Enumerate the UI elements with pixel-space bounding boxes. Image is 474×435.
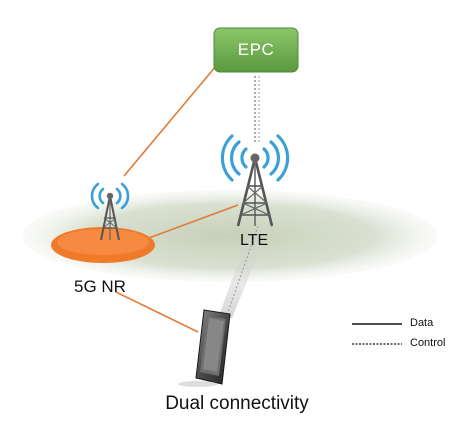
- nr-tower-icon: [100, 192, 120, 241]
- diagram-caption: Dual connectivity: [165, 393, 309, 414]
- link-lte-nr: [137, 204, 239, 243]
- lte-signal-waves-icon: [220, 134, 290, 182]
- link-lte-device-beam: [218, 225, 270, 318]
- epc-box: [213, 27, 299, 73]
- lte-label: LTE: [240, 232, 269, 249]
- link-epc-nr: [123, 65, 217, 177]
- link-lte-device-control: [225, 225, 259, 319]
- epc-label: EPC: [237, 40, 275, 59]
- legend-control-label: Control: [410, 337, 446, 349]
- lte-tower-icon: [236, 153, 274, 227]
- nr-signal-waves-icon: [90, 182, 130, 210]
- smartphone-icon: [178, 309, 231, 387]
- link-nr-device: [115, 291, 199, 333]
- nr-coverage-disk-highlight: [57, 229, 149, 255]
- nr-label: 5G NR: [74, 277, 126, 296]
- legend-data-label: Data: [410, 317, 434, 329]
